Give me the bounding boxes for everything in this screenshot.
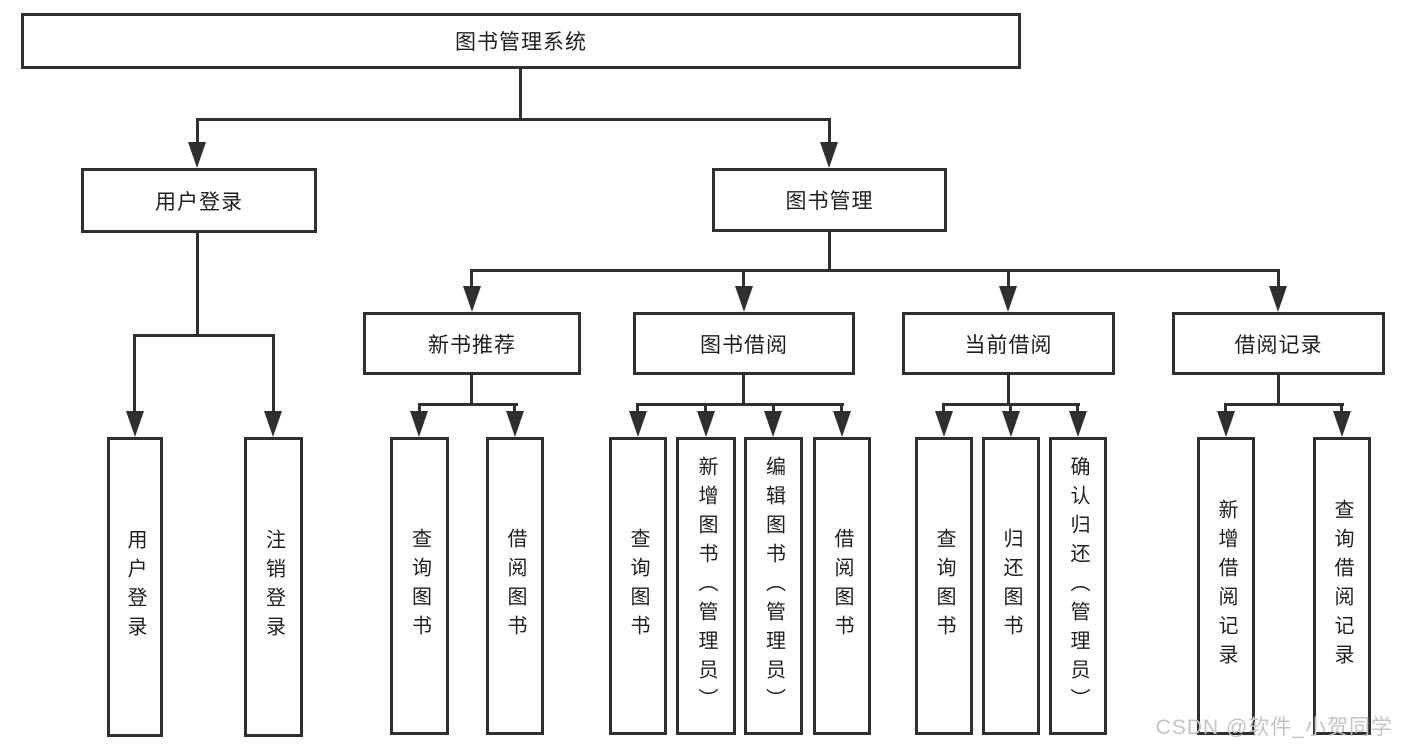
arrow-down-icon — [833, 411, 851, 437]
leaf-confirm-return-admin: 确认归还（管理员） — [1049, 437, 1107, 735]
connector-leaf-stem — [942, 403, 945, 416]
arrow-down-icon — [1217, 411, 1235, 437]
connector-book-borrow-rail — [636, 403, 844, 406]
leaf-query-books: 查询图书 — [390, 437, 449, 735]
connector-book-management-stem — [828, 118, 831, 146]
connector-borrow-records-down — [1277, 375, 1280, 406]
leaf-return-books: 归还图书 — [982, 437, 1040, 735]
arrow-down-icon — [126, 411, 144, 437]
node-library-management-system: 图书管理系统 — [21, 13, 1021, 69]
node-label: 查询图书 — [933, 528, 955, 644]
node-label: 借阅记录 — [1234, 333, 1323, 357]
arrow-down-icon — [463, 286, 481, 312]
arrow-down-icon — [697, 411, 715, 437]
leaf-logout: 注销登录 — [244, 437, 303, 737]
arrow-down-icon — [188, 142, 206, 168]
csdn-watermark: CSDN @软件_小贺同学 — [1155, 716, 1393, 739]
leaf-edit-book-admin: 编辑图书（管理员） — [744, 437, 803, 735]
leaf-borrow-books: 借阅图书 — [486, 437, 544, 735]
connector-leaf-stem — [272, 334, 275, 414]
connector-leaf-stem — [704, 403, 707, 416]
node-new-book-recommendation: 新书推荐 — [363, 312, 581, 375]
leaf-add-book-admin: 新增图书（管理员） — [676, 437, 736, 735]
node-label: 当前借阅 — [964, 333, 1053, 357]
connector-new-book-down — [470, 375, 473, 406]
connector-book-borrow-down — [742, 375, 745, 406]
arrow-down-icon — [1333, 411, 1351, 437]
connector-level2-rail — [196, 118, 831, 121]
connector-level3-rail — [470, 269, 1280, 272]
connector-new-book-stem — [470, 269, 473, 289]
arrow-down-icon — [735, 286, 753, 312]
node-label: 用户登录 — [155, 190, 243, 214]
connector-leaf-stem — [636, 403, 639, 416]
connector-leaf-stem — [133, 334, 136, 414]
connector-root-stem — [519, 69, 522, 118]
connector-leaf-stem — [1224, 403, 1227, 416]
connector-current-borrow-stem — [1007, 269, 1010, 289]
arrow-down-icon — [764, 411, 782, 437]
leaf-query-books: 查询图书 — [915, 437, 973, 735]
node-label: 确认归还（管理员） — [1067, 455, 1089, 717]
node-book-borrowing: 图书借阅 — [633, 312, 855, 375]
node-label: 注销登录 — [262, 529, 285, 645]
node-label: 新书推荐 — [428, 333, 516, 357]
node-label: 归还图书 — [1000, 528, 1022, 644]
connector-leaf-stem — [1076, 403, 1079, 416]
node-label: 用户登录 — [124, 529, 146, 645]
node-label: 新增借阅记录 — [1215, 499, 1237, 673]
leaf-query-borrow-record: 查询借阅记录 — [1313, 437, 1371, 735]
node-label: 借阅图书 — [504, 528, 526, 644]
arrow-down-icon — [1269, 286, 1287, 312]
connector-leaf-stem — [1009, 403, 1012, 416]
arrow-down-icon — [264, 411, 282, 437]
node-book-management: 图书管理 — [712, 168, 947, 232]
node-borrowing-records: 借阅记录 — [1172, 312, 1385, 375]
connector-book-management-down — [828, 232, 831, 272]
arrow-down-icon — [1069, 411, 1087, 437]
arrow-down-icon — [410, 411, 428, 437]
leaf-borrow-books: 借阅图书 — [813, 437, 871, 735]
connector-leaf-stem — [418, 403, 421, 416]
arrow-down-icon — [935, 411, 953, 437]
arrow-down-icon — [1002, 411, 1020, 437]
leaf-query-books: 查询图书 — [609, 437, 667, 735]
connector-book-borrow-stem — [742, 269, 745, 289]
arrow-down-icon — [506, 411, 524, 437]
leaf-user-login: 用户登录 — [107, 437, 163, 737]
node-label: 借阅图书 — [831, 528, 853, 644]
node-label: 图书管理 — [785, 190, 874, 213]
node-label: 编辑图书（管理员） — [762, 455, 785, 717]
connector-borrow-records-rail — [1224, 403, 1344, 406]
arrow-down-icon — [629, 411, 647, 437]
connector-user-login-down — [196, 233, 199, 336]
connector-leaf-stem — [513, 403, 516, 416]
connector-leaf-stem — [840, 403, 843, 416]
node-label: 图书借阅 — [700, 333, 788, 357]
connector-user-login-stem — [196, 118, 199, 146]
node-label: 查询图书 — [627, 528, 649, 644]
leaf-add-borrow-record: 新增借阅记录 — [1197, 437, 1255, 735]
connector-leaf-stem — [772, 403, 775, 416]
connector-borrow-records-stem — [1277, 269, 1280, 289]
connector-current-borrow-down — [1007, 375, 1010, 406]
connector-user-login-rail — [133, 334, 275, 337]
connector-leaf-stem — [1340, 403, 1343, 416]
connector-new-book-rail — [418, 403, 518, 406]
arrow-down-icon — [820, 142, 838, 168]
node-label: 查询图书 — [408, 528, 431, 644]
node-label: 新增图书（管理员） — [695, 455, 717, 717]
node-label: 图书管理系统 — [455, 31, 587, 54]
arrow-down-icon — [999, 286, 1017, 312]
node-user-login: 用户登录 — [81, 168, 317, 233]
node-label: 查询借阅记录 — [1331, 499, 1353, 673]
node-current-borrowing: 当前借阅 — [902, 312, 1115, 375]
